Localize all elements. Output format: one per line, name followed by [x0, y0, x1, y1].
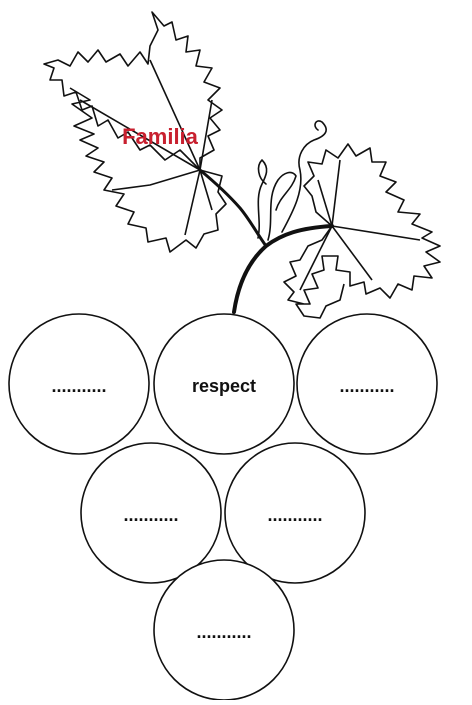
grape-4: ........... [81, 443, 221, 583]
grape-1: ........... [9, 314, 149, 454]
small-grape-leaf [284, 144, 440, 318]
grape-label: ........... [267, 505, 322, 525]
grape-label: ........... [196, 622, 251, 642]
grape-6: ........... [154, 560, 294, 700]
grape-label: ........... [51, 376, 106, 396]
grape-2: respect [154, 314, 294, 454]
stem-branch [200, 170, 266, 246]
small-leaf-vein-2 [332, 226, 420, 240]
large-leaf-vein-3 [112, 170, 200, 190]
tendril-2 [268, 173, 296, 240]
tendril-1 [258, 160, 267, 238]
small-leaf-vein-3 [332, 226, 372, 280]
small-leaf-vein-4 [300, 226, 332, 290]
grape-3: ........... [297, 314, 437, 454]
grape-stem [200, 121, 332, 312]
diagram-title: Familia [122, 124, 199, 149]
grape-label: ........... [339, 376, 394, 396]
grape-label: ........... [123, 505, 178, 525]
grape-5: ........... [225, 443, 365, 583]
main-stem [234, 226, 332, 312]
large-leaf-vein-4 [185, 170, 200, 235]
grape-label: respect [192, 376, 256, 396]
small-leaf-vein-1 [332, 160, 340, 226]
